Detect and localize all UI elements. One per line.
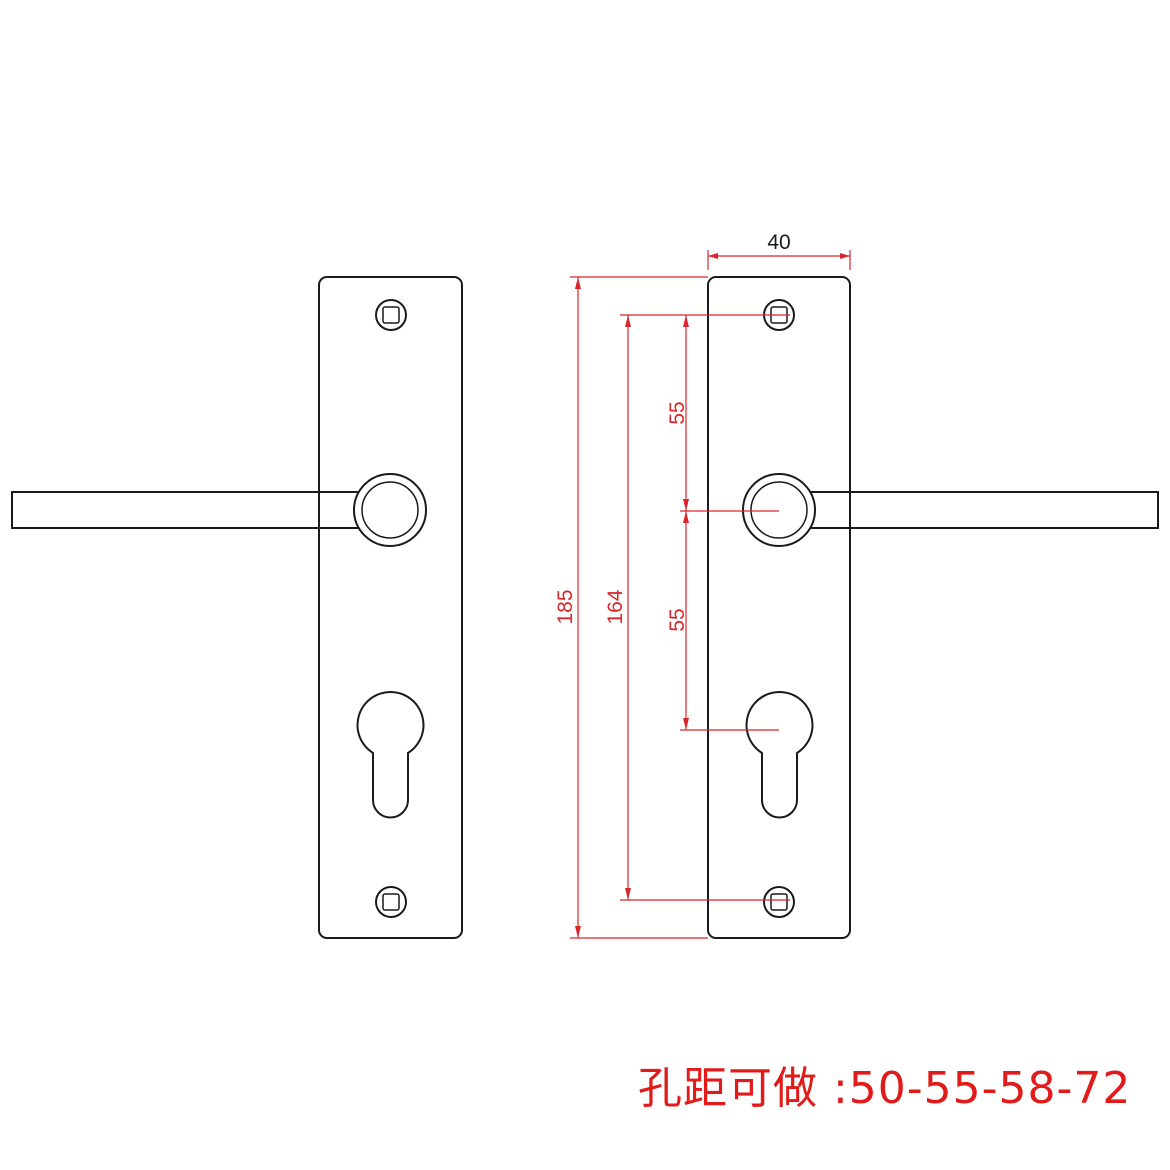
right-bottom-screw bbox=[763, 886, 795, 918]
lower-spacing-label: 55 bbox=[666, 608, 689, 631]
right-keyhole bbox=[745, 691, 814, 819]
dimension-lines: 40 185 164 55 bbox=[554, 231, 851, 939]
left-backplate bbox=[318, 276, 463, 939]
right-backplate bbox=[707, 276, 851, 939]
screw-spacing-label: 164 bbox=[604, 589, 627, 624]
left-handle-view bbox=[11, 276, 463, 939]
right-lever-arm bbox=[807, 491, 1159, 529]
total-height-dimension: 185 bbox=[554, 276, 708, 939]
upper-spacing-dimension: 55 bbox=[666, 315, 779, 512]
right-rose bbox=[742, 473, 816, 547]
width-dimension: 40 bbox=[707, 231, 851, 270]
left-keyhole bbox=[356, 691, 425, 819]
left-lever-arm bbox=[11, 491, 361, 529]
left-bottom-screw bbox=[375, 886, 407, 918]
upper-spacing-label: 55 bbox=[666, 401, 689, 424]
hole-spacing-note: 孔距可做 :50-55-58-72 bbox=[638, 1063, 1132, 1114]
lower-spacing-dimension: 55 bbox=[666, 511, 779, 731]
left-top-screw bbox=[375, 299, 407, 331]
left-rose bbox=[353, 473, 427, 547]
total-height-label: 185 bbox=[554, 589, 577, 624]
width-label: 40 bbox=[767, 231, 790, 254]
right-handle-view bbox=[707, 276, 1159, 939]
screw-spacing-dimension: 164 bbox=[604, 314, 790, 901]
